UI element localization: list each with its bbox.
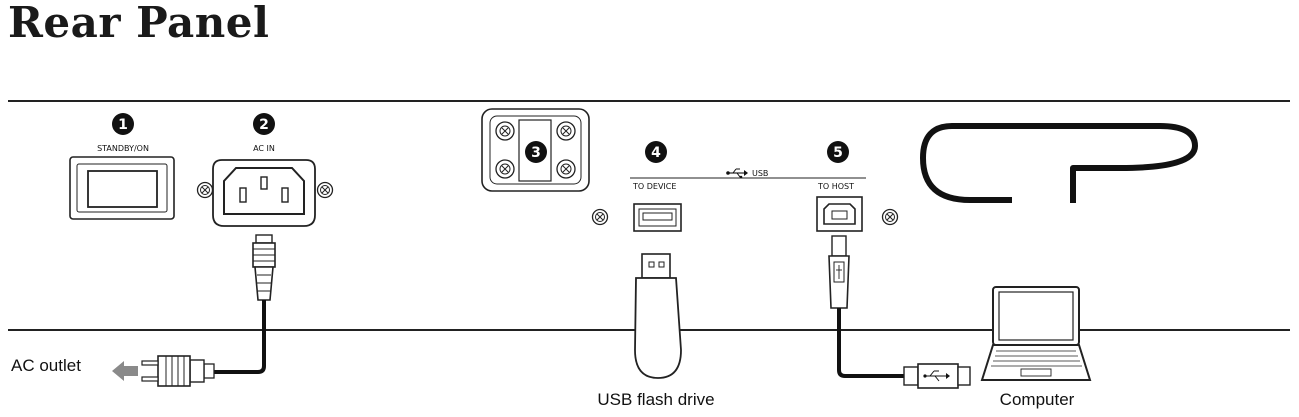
screw-icon [495,121,515,141]
screw-icon [556,159,576,179]
screw-icon [556,121,576,141]
svg-text:5: 5 [833,145,843,161]
laptop-icon [980,286,1092,381]
to-host-label: TO HOST [817,182,854,191]
screw-icon [316,181,334,199]
screw-icon [196,181,214,199]
usb-a-plug [903,363,971,389]
screw-icon [591,208,609,226]
standby-switch[interactable] [69,156,175,220]
to-device-label: TO DEVICE [632,182,676,191]
screw-icon [495,159,515,179]
arrow-left-icon [112,361,138,381]
power-cord [212,300,266,374]
usb-b-plug [828,235,850,309]
power-cord-plug [252,234,276,301]
usb-cable [837,308,904,378]
svg-text:3: 3 [531,145,541,161]
page-title: Rear Panel [8,0,270,47]
usb-to-device-port[interactable] [633,203,682,232]
callout-3: 3 [525,141,547,163]
svg-text:4: 4 [651,145,661,161]
screw-icon [881,208,899,226]
svg-text:1: 1 [118,117,128,133]
brand-logo-shape [920,123,1198,203]
usb-flash-drive [634,253,682,379]
callout-1: 1 [112,113,134,135]
ac-in-socket[interactable] [212,159,316,227]
computer-caption: Computer [1000,390,1075,409]
usb-symbol-icon [726,168,748,179]
ac-outlet-caption: AC outlet [11,356,81,375]
callout-5: 5 [827,141,849,163]
standby-label: STANDBY/ON [97,144,149,153]
callout-4: 4 [645,141,667,163]
usb-label: USB [752,169,768,178]
callout-2: 2 [253,113,275,135]
ac-in-label: AC IN [253,144,275,153]
usb-to-host-port[interactable] [816,196,863,232]
ac-plug [141,355,215,387]
usb-flash-drive-caption: USB flash drive [597,390,714,409]
svg-text:2: 2 [259,117,269,133]
